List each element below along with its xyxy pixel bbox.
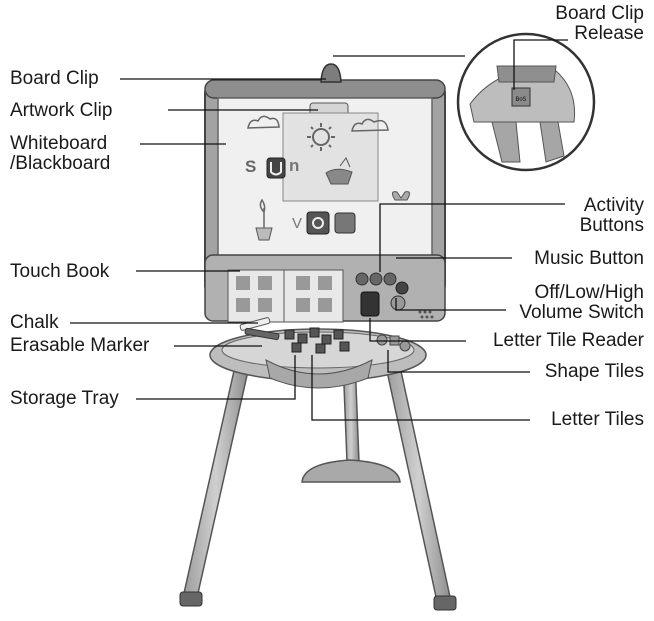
- label-line: Off/Low/High: [534, 282, 644, 303]
- label-letter-tile-reader: Letter Tile Reader: [492, 330, 644, 351]
- label-volume-switch: Off/Low/High Volume Switch: [490, 283, 644, 323]
- cloud-drawing: [351, 118, 389, 132]
- board-clip: [320, 63, 342, 83]
- label-touch-book: Touch Book: [10, 261, 110, 282]
- letter-tile: [306, 211, 330, 235]
- easel-foot-base: [301, 459, 401, 483]
- letter-tile-glyph: [312, 217, 324, 229]
- label-board-clip-release: Board Clip Release: [520, 4, 644, 44]
- label-line: Buttons: [579, 215, 644, 236]
- speaker-grille: [418, 310, 434, 319]
- board-letter-v: V: [292, 215, 303, 232]
- label-letter-tiles: Letter Tiles: [551, 409, 644, 430]
- label-line: Release: [574, 23, 644, 44]
- leader-lines: [70, 39, 568, 421]
- label-line: Volume Switch: [519, 302, 644, 323]
- label-line: Whiteboard: [10, 133, 108, 154]
- label-music-button: Music Button: [534, 248, 644, 269]
- board-clip-release-inset: B⊙S: [456, 32, 596, 172]
- label-line: Board Clip: [555, 3, 644, 24]
- volume-switch: [390, 295, 406, 311]
- easel-legs: [179, 359, 457, 611]
- chalk-and-markers: [239, 317, 280, 341]
- storage-tray: [209, 328, 427, 389]
- board-letter-s: S: [245, 157, 257, 176]
- activity-buttons: [355, 272, 397, 286]
- flower-pot-drawing: [255, 198, 273, 241]
- label-line: Activity: [583, 195, 644, 216]
- music-button: [395, 281, 409, 295]
- label-shape-tiles: Shape Tiles: [544, 361, 644, 382]
- butterfly-drawing: [391, 191, 411, 201]
- label-storage-tray: Storage Tray: [10, 388, 119, 409]
- label-chalk: Chalk: [10, 312, 59, 333]
- letter-tile: [334, 212, 356, 234]
- board-letter-n: n: [289, 156, 300, 175]
- label-erasable-marker: Erasable Marker: [10, 335, 150, 356]
- label-line: /Blackboard: [10, 153, 111, 174]
- label-activity-buttons: Activity Buttons: [540, 196, 644, 236]
- label-board-clip: Board Clip: [10, 68, 99, 89]
- cloud-drawing: [247, 115, 280, 129]
- paper-artwork: [282, 112, 379, 202]
- label-artwork-clip: Artwork Clip: [10, 100, 113, 121]
- label-whiteboard: Whiteboard /Blackboard: [10, 134, 110, 174]
- letter-tiles-pile: [284, 327, 350, 354]
- letter-tile-reader: [360, 291, 380, 317]
- letter-tile: [266, 157, 286, 179]
- touch-book-pictures: [236, 276, 332, 312]
- release-mark-text: B⊙S: [516, 96, 527, 103]
